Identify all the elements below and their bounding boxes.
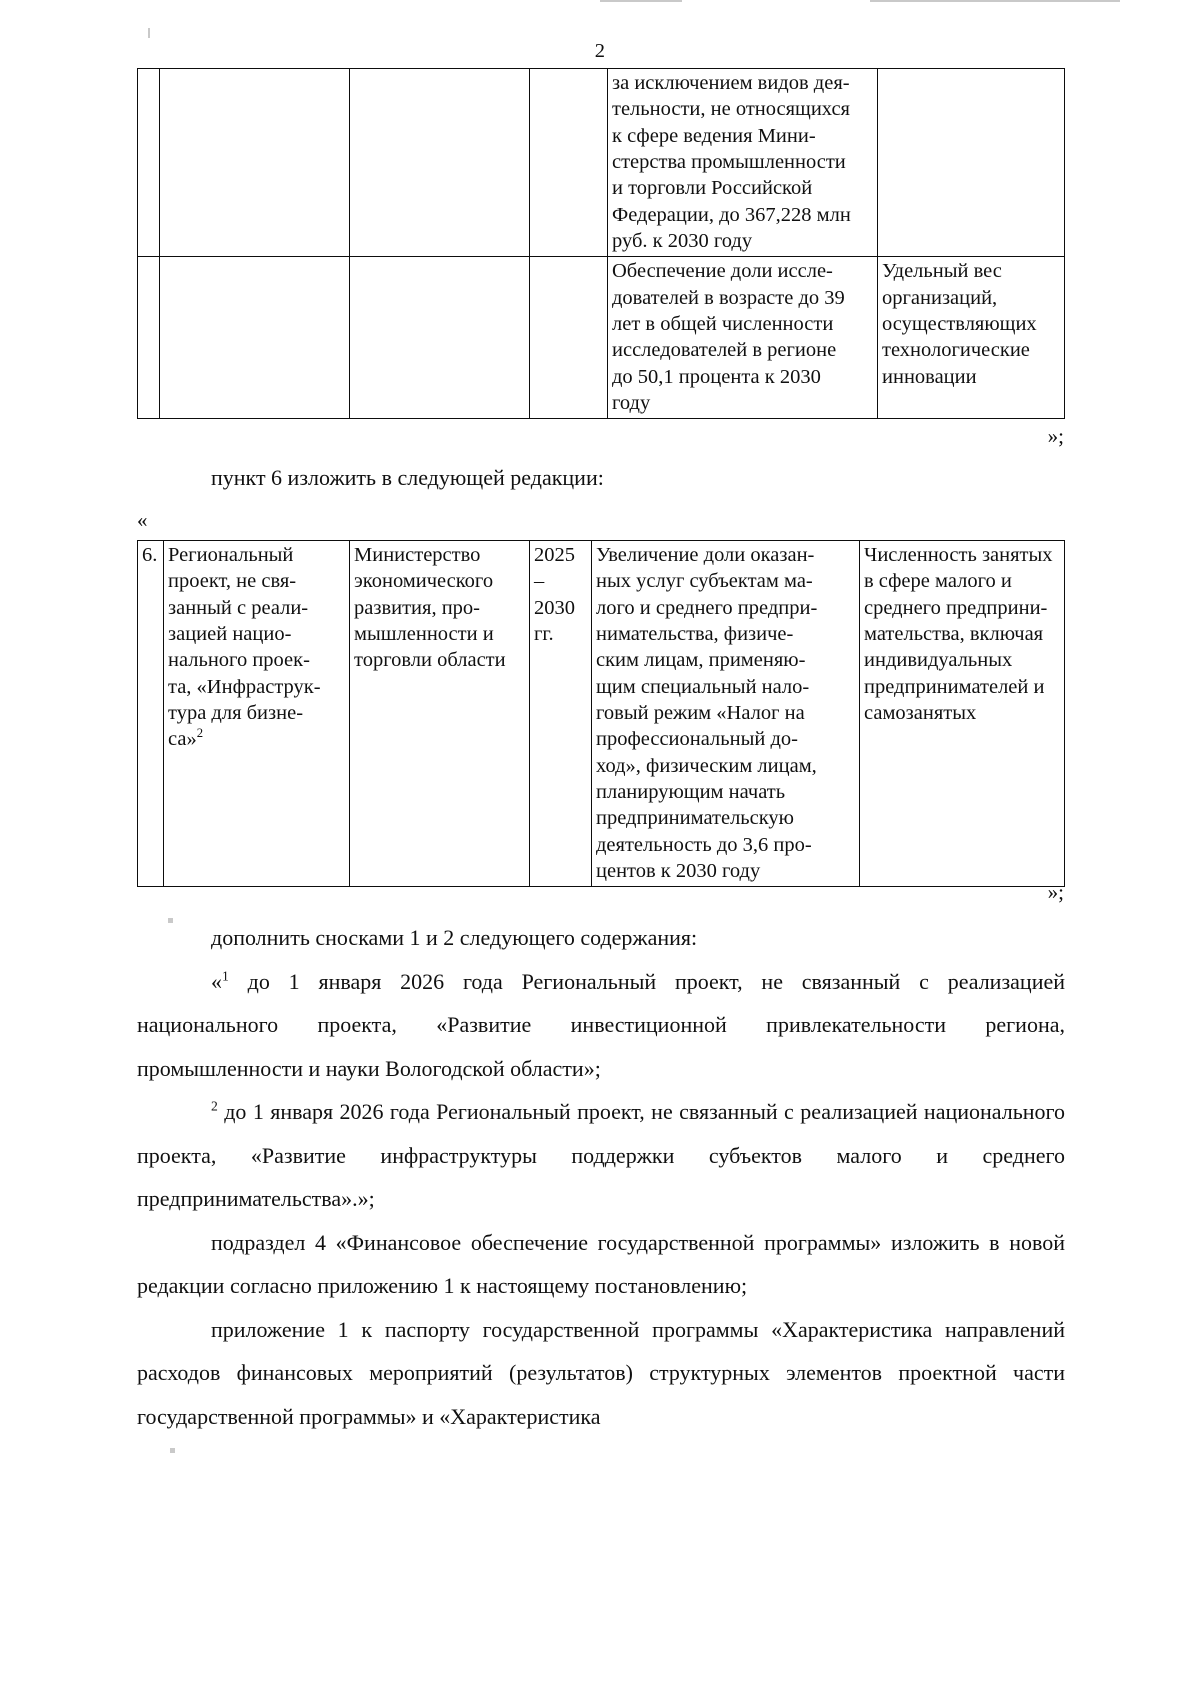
page-number: 2	[594, 40, 606, 62]
table-two-closing-quote: »;	[1047, 880, 1064, 904]
cell-responsible-body	[349, 256, 530, 420]
table-point-six-wrapper: 6. Региональный проект, не свя- занный с…	[137, 539, 1065, 888]
cell-result: за исключением видов дея- тельности, не …	[607, 67, 878, 258]
cell-project-name: Региональный проект, не свя- занный с ре…	[163, 539, 350, 888]
cell-responsible-body: Министерство экономического развития, пр…	[349, 539, 530, 888]
footnote-1-marker: 1	[222, 968, 229, 984]
table-row: 6. Региональный проект, не свя- занный с…	[137, 539, 1065, 888]
body-text-block: дополнить сносками 1 и 2 следующего соде…	[137, 916, 1065, 1439]
intro-paragraph-block: пункт 6 изложить в следующей редакции:	[137, 456, 1065, 500]
footnote-1-text: до 1 января 2026 года Региональный проек…	[137, 968, 1065, 1081]
cell-indicator: Численность занятых в сфере малого и сре…	[859, 539, 1065, 888]
cell-period: 2025 – 2030 гг.	[529, 539, 592, 888]
cell-project-name	[159, 67, 350, 258]
paragraph-footnote-1: «1 до 1 января 2026 года Региональный пр…	[137, 960, 1065, 1091]
paragraph-appendix-1: приложение 1 к паспорту государственной …	[137, 1316, 1065, 1430]
table-indicators-continued: за исключением видов дея- тельности, не …	[137, 67, 1065, 420]
table-point-six: 6. Региональный проект, не свя- занный с…	[137, 539, 1065, 888]
cell-result: Увеличение доли оказан- ных услуг субъек…	[591, 539, 860, 888]
cell-result-text: Обеспечение доли иссле- дователей в возр…	[612, 260, 845, 414]
paragraph-add-footnotes: дополнить сносками 1 и 2 следующего соде…	[211, 925, 698, 950]
cell-result-text: за исключением видов дея- тельности, не …	[612, 72, 851, 252]
scan-artifact-side-dot	[168, 918, 173, 923]
footnote-marker-2: 2	[196, 726, 204, 741]
footnote-2-marker: 2	[211, 1098, 218, 1114]
cell-row-number: 6.	[137, 539, 164, 888]
table-row: Обеспечение доли иссле- дователей в возр…	[137, 256, 1065, 420]
cell-period-text: 2025 – 2030 гг.	[534, 544, 575, 645]
scan-artifact-side-dot-2	[170, 1448, 175, 1453]
cell-indicator-text: Численность занятых в сфере малого и сре…	[864, 544, 1053, 724]
table-continuation-wrapper: за исключением видов дея- тельности, не …	[137, 67, 1065, 420]
cell-period	[529, 256, 608, 420]
intro-paragraph: пункт 6 изложить в следующей редакции:	[211, 465, 604, 490]
cell-row-number	[137, 67, 160, 258]
scan-artifact-top-left	[600, 0, 682, 2]
cell-project-name-text: Региональный проект, не свя- занный с ре…	[168, 544, 321, 751]
cell-project-name	[159, 256, 350, 420]
table-one-closing-quote: »;	[1047, 424, 1064, 448]
cell-result: Обеспечение доли иссле- дователей в возр…	[607, 256, 878, 420]
cell-responsible-body	[349, 67, 530, 258]
footnote-2-text: до 1 января 2026 года Региональный проек…	[137, 1099, 1065, 1212]
row-number-text: 6.	[142, 544, 158, 566]
cell-indicator-text: Удельный вес организаций, осуществляющих…	[882, 260, 1037, 388]
cell-indicator	[877, 67, 1065, 258]
paragraph-footnote-2: 2 до 1 января 2026 года Региональный про…	[137, 1090, 1065, 1221]
paragraph-subsection-4: подраздел 4 «Финансовое обеспечение госу…	[137, 1229, 1065, 1299]
cell-responsible-body-text: Министерство экономического развития, пр…	[354, 544, 506, 672]
table-two-opening-quote: «	[137, 508, 148, 532]
cell-row-number	[137, 256, 160, 420]
cell-result-text: Увеличение доли оказан- ных услуг субъек…	[596, 544, 818, 882]
cell-indicator: Удельный вес организаций, осуществляющих…	[877, 256, 1065, 420]
table-row: за исключением видов дея- тельности, не …	[137, 67, 1065, 258]
scan-artifact-left-edge	[148, 28, 150, 38]
footnote-1-opening-quote: «	[211, 968, 222, 994]
cell-period	[529, 67, 608, 258]
scan-artifact-top-right	[870, 0, 1120, 2]
